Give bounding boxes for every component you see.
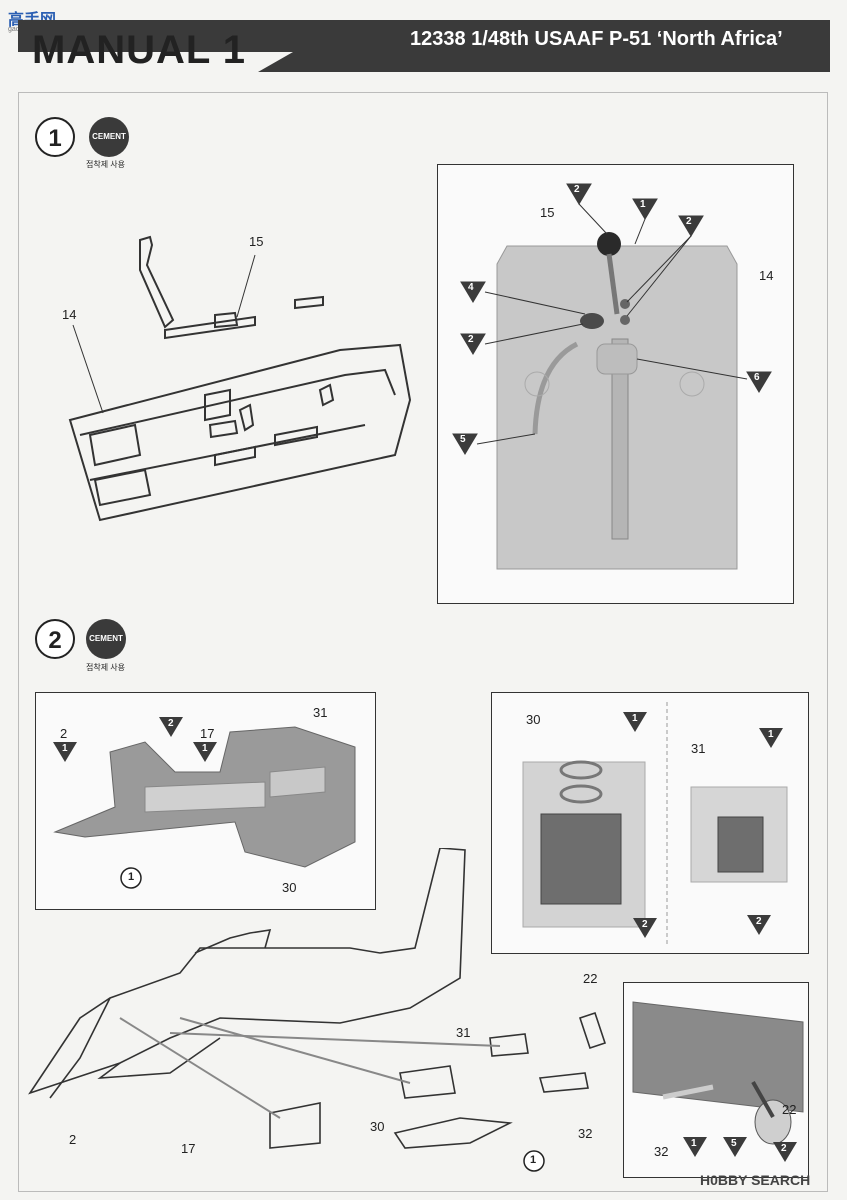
- callout-15: 15: [249, 234, 264, 249]
- callout-14: 14: [62, 307, 77, 322]
- cement-note-2: 접착제 사용: [86, 663, 126, 672]
- fus-label-31: 31: [313, 705, 328, 720]
- marker-c1: 1: [640, 199, 646, 210]
- hobbysearch-watermark: H0BBY SEARCH: [700, 1172, 811, 1188]
- fus-line-circle: [523, 1150, 545, 1172]
- parts-marker-1b: 1: [768, 729, 774, 740]
- step-2-parts-photo: [522, 702, 788, 944]
- fus-line-22: 22: [583, 971, 598, 986]
- step-2-fuselage-photo: [53, 726, 356, 868]
- step-2-line-drawing: [28, 848, 607, 1149]
- gear-label-22: 22: [782, 1102, 797, 1117]
- parts-label-31: 31: [691, 741, 706, 756]
- parts-marker-1: 1: [632, 713, 638, 724]
- marker-c4: 4: [468, 282, 474, 293]
- fus-line-circle-1: 1: [530, 1154, 537, 1166]
- header-bar: [18, 20, 830, 72]
- manual-title: MANUAL 1: [32, 28, 246, 72]
- kit-title: 12338 1/48th USAAF P-51 ‘North Africa’: [410, 28, 783, 50]
- fus-label-30: 30: [282, 880, 297, 895]
- step-2-fuselage-markers: [53, 717, 217, 889]
- fus-circle-1: 1: [128, 871, 135, 883]
- gear-marker-2: 2: [781, 1143, 787, 1154]
- fus-line-32: 32: [578, 1126, 593, 1141]
- fus-label-2: 2: [60, 726, 68, 741]
- fus-marker-1b: 1: [202, 743, 208, 754]
- photo-callout-15: 15: [540, 205, 555, 220]
- fus-line-31: 31: [456, 1025, 471, 1040]
- page-frame: [18, 92, 828, 1192]
- marker-c2b: 2: [686, 216, 692, 227]
- marker-c2a: 2: [574, 184, 580, 195]
- gear-marker-5: 5: [731, 1138, 737, 1149]
- cement-note: 접착제 사용: [86, 160, 126, 169]
- parts-marker-2b: 2: [756, 916, 762, 927]
- cement-icon-2: CEMENT: [86, 619, 126, 659]
- marker-c5: 5: [460, 434, 466, 445]
- cement-icon: CEMENT: [89, 117, 129, 157]
- fus-line-30: 30: [370, 1119, 385, 1134]
- step-1-markers: [452, 183, 772, 455]
- fus-line-2: 2: [69, 1132, 77, 1147]
- photo-callout-14: 14: [759, 268, 774, 283]
- marker-c6: 6: [754, 372, 760, 383]
- parts-label-30: 30: [526, 712, 541, 727]
- gear-label-32: 32: [654, 1144, 669, 1159]
- step-2-gear-photo: [632, 1001, 804, 1162]
- step-2-number: 2: [35, 619, 75, 659]
- step-2-parts-markers: [623, 712, 783, 938]
- parts-marker-2: 2: [642, 919, 648, 930]
- fus-marker-1: 1: [62, 743, 68, 754]
- fus-line-17: 17: [181, 1141, 196, 1156]
- step-1-photo: [496, 232, 738, 570]
- marker-c2c: 2: [468, 334, 474, 345]
- fus-label-17: 17: [200, 726, 215, 741]
- fus-marker-2: 2: [168, 718, 174, 729]
- step-1-number: 1: [35, 117, 75, 157]
- step-1-line-drawing: [68, 235, 412, 522]
- gear-marker-1: 1: [691, 1138, 697, 1149]
